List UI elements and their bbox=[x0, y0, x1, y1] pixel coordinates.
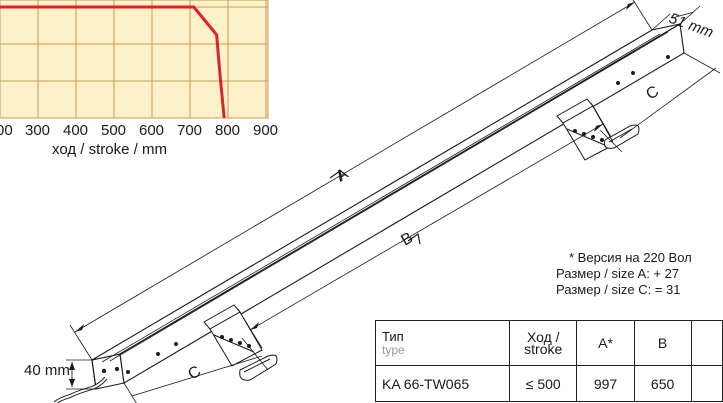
mounting-bracket-lower bbox=[203, 304, 278, 381]
spec-table: Тип type Ход / stroke A* B KA 66-TW065 ≤… bbox=[375, 320, 723, 402]
dimension-label-b: B bbox=[398, 229, 416, 249]
header-cut bbox=[690, 320, 723, 366]
screw-hole bbox=[126, 370, 130, 374]
header-b: B bbox=[633, 320, 692, 366]
screw-hole bbox=[174, 342, 178, 346]
note-line-1: * Версия на 220 Вол bbox=[569, 250, 692, 265]
note-line-2: Размер / size A: + 27 bbox=[556, 266, 680, 281]
cell-type: KA 66-TW065 bbox=[375, 365, 510, 402]
chart-x-axis-label: ход / stroke / mm bbox=[52, 141, 167, 158]
chart-x-tick-label: 600 bbox=[139, 122, 165, 139]
header-a: A* bbox=[576, 320, 635, 366]
screw-hole bbox=[666, 55, 670, 59]
screw-hole bbox=[101, 368, 107, 374]
force-stroke-chart bbox=[0, 0, 269, 119]
screw-hole bbox=[631, 71, 635, 75]
cell-stroke: ≤ 500 bbox=[508, 365, 578, 402]
dimension-line-a bbox=[74, 1, 636, 333]
dimension-label-c-lower: C bbox=[185, 363, 204, 384]
chart-series-line bbox=[0, 5, 226, 119]
dimension-line-b bbox=[249, 123, 604, 331]
screw-hole bbox=[156, 352, 160, 356]
dimension-label-c-upper: C bbox=[643, 83, 662, 104]
chart-x-tick-label: 00 bbox=[0, 122, 13, 139]
screw-hole bbox=[616, 81, 620, 85]
dimension-label-height: 40 mm bbox=[24, 362, 70, 379]
note-line-3: Размер / size C: = 31 bbox=[556, 282, 681, 297]
cell-a: 997 bbox=[576, 365, 635, 402]
chart-x-tick-label: 300 bbox=[25, 122, 51, 139]
dimension-line-c-lower bbox=[131, 355, 263, 397]
header-type: Тип type bbox=[375, 320, 510, 366]
actuator-drawing bbox=[53, 23, 685, 403]
dimension-extension bbox=[632, 0, 653, 31]
chart-x-tick-label: 700 bbox=[177, 122, 203, 139]
header-stroke: Ход / stroke bbox=[508, 320, 578, 366]
chart-x-tick-label: 400 bbox=[63, 122, 89, 139]
dimension-arrow-mark bbox=[329, 169, 343, 182]
chart-x-tick-label: 900 bbox=[253, 122, 279, 139]
chart-x-tick-label: 500 bbox=[101, 122, 127, 139]
dimension-line-c-upper bbox=[619, 67, 717, 139]
dimension-line-width bbox=[671, 11, 695, 19]
cell-b: 650 bbox=[633, 365, 692, 402]
table-row: KA 66-TW065 ≤ 500 997 650 bbox=[375, 365, 723, 402]
dimension-extension bbox=[69, 324, 93, 361]
dimension-arrow-mark bbox=[407, 232, 421, 245]
chart-x-tick-label: 800 bbox=[215, 122, 241, 139]
cell-cut bbox=[690, 365, 723, 402]
screw-hole bbox=[114, 366, 120, 372]
spec-table-header: Тип type Ход / stroke A* B bbox=[375, 320, 723, 366]
dimension-label-a: A bbox=[333, 165, 351, 185]
